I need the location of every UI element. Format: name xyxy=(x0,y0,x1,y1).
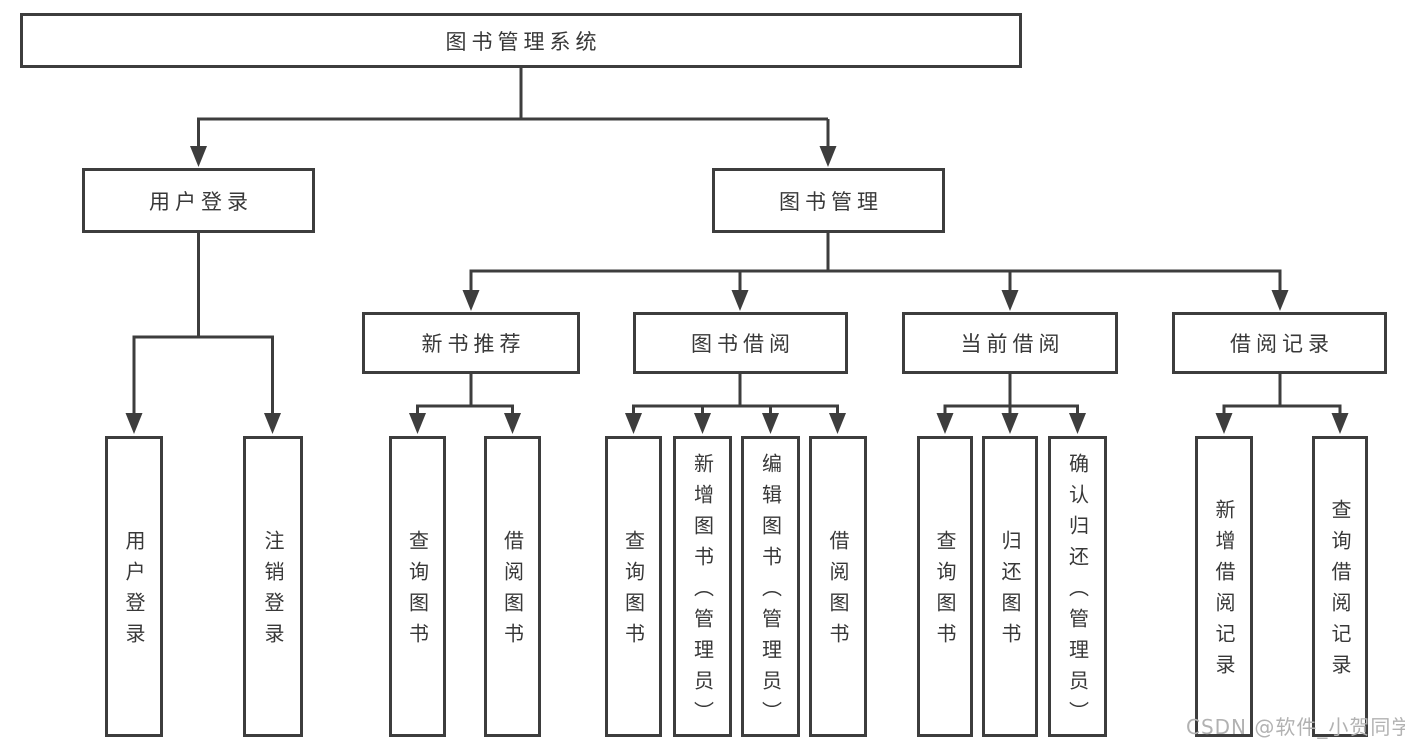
arrowhead-icon xyxy=(264,413,281,434)
leaf-borrow-books-1: 借阅图书 xyxy=(484,436,541,737)
arrowhead-icon xyxy=(190,146,207,167)
leaf-query-books-1: 查询图书 xyxy=(389,436,446,737)
node-borrowing-records: 借阅记录 xyxy=(1172,312,1387,374)
arrowhead-icon xyxy=(1001,290,1019,311)
leaf-confirm-return-admin: 确认归还（管理员） xyxy=(1048,436,1107,737)
node-user-login: 用户登录 xyxy=(82,168,315,233)
arrowhead-icon xyxy=(625,413,642,434)
node-label: 借阅图书 xyxy=(826,530,850,654)
node-label: 图书借阅 xyxy=(691,332,795,356)
node-label: 编辑图书（管理员） xyxy=(758,452,783,732)
arrowhead-icon xyxy=(694,413,711,434)
leaf-add-borrow-record: 新增借阅记录 xyxy=(1195,436,1253,737)
csdn-watermark: CSDN @软件_小贺同学 xyxy=(1186,715,1405,739)
node-label: 查询图书 xyxy=(405,530,430,654)
node-label: 确认归还（管理员） xyxy=(1065,452,1090,732)
node-label: 借阅图书 xyxy=(500,530,525,654)
arrowhead-icon xyxy=(1331,413,1349,434)
leaf-borrow-books-2: 借阅图书 xyxy=(809,436,867,737)
node-root-system: 图书管理系统 xyxy=(20,13,1022,68)
arrowhead-icon xyxy=(409,413,426,434)
arrowhead-icon xyxy=(1215,413,1233,434)
leaf-query-books-2: 查询图书 xyxy=(605,436,662,737)
node-label: 新增图书（管理员） xyxy=(690,452,715,732)
arrowhead-icon xyxy=(1001,413,1019,434)
leaf-return-books: 归还图书 xyxy=(982,436,1038,737)
node-label: 新增借阅记录 xyxy=(1212,499,1236,685)
node-label: 查询借阅记录 xyxy=(1328,499,1352,685)
node-label: 新书推荐 xyxy=(421,332,526,356)
arrowhead-icon xyxy=(829,413,846,434)
arrowhead-icon xyxy=(936,413,954,434)
arrowhead-icons xyxy=(125,146,1349,434)
arrowhead-icon xyxy=(1069,413,1086,434)
node-current-borrowing: 当前借阅 xyxy=(902,312,1118,374)
node-label: 借阅记录 xyxy=(1230,332,1334,356)
arrowhead-icon xyxy=(731,290,749,311)
arrowhead-icon xyxy=(762,413,779,434)
node-book-borrowing: 图书借阅 xyxy=(633,312,848,374)
node-label: 查询图书 xyxy=(621,530,646,654)
node-label: 归还图书 xyxy=(998,530,1022,654)
arrowhead-icon xyxy=(462,290,480,311)
node-book-management: 图书管理 xyxy=(712,168,945,233)
leaf-user-login: 用户登录 xyxy=(105,436,163,737)
leaf-logout: 注销登录 xyxy=(243,436,303,737)
node-label: 图书管理 xyxy=(779,189,883,214)
leaf-edit-books-admin: 编辑图书（管理员） xyxy=(741,436,800,737)
node-label: 查询图书 xyxy=(933,530,957,654)
node-new-book-recommendation: 新书推荐 xyxy=(362,312,580,374)
node-label: 注销登录 xyxy=(261,530,285,654)
arrowhead-icon xyxy=(819,146,837,167)
leaf-query-books-3: 查询图书 xyxy=(917,436,973,737)
leaf-query-borrow-record: 查询借阅记录 xyxy=(1312,436,1368,737)
arrowhead-icon xyxy=(504,413,521,434)
arrowhead-icon xyxy=(1271,290,1289,311)
leaf-add-books-admin: 新增图书（管理员） xyxy=(673,436,732,737)
node-label: 当前借阅 xyxy=(960,332,1065,356)
arrowhead-icon xyxy=(125,413,143,434)
node-label: 用户登录 xyxy=(122,530,146,654)
node-label: 用户登录 xyxy=(149,189,253,214)
node-label: 图书管理系统 xyxy=(445,29,602,54)
